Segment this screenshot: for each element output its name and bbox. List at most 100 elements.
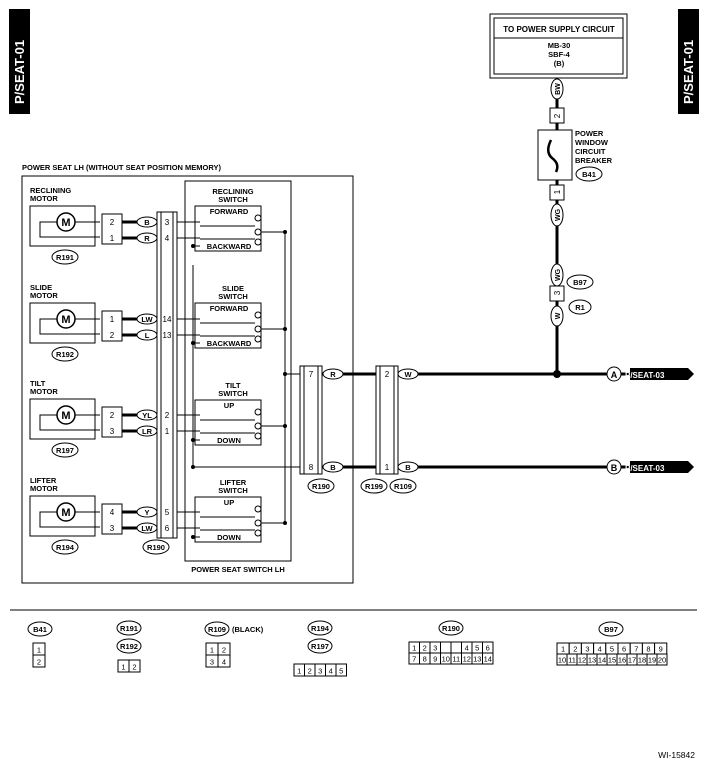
figure-id: WI-15842 xyxy=(658,750,695,760)
legend-pin: 2 xyxy=(573,645,577,654)
r199-connector: R199 xyxy=(365,482,383,491)
b97-pin: 3 xyxy=(553,290,562,295)
b41-pin-bottom: 1 xyxy=(553,189,562,194)
legend-pin: 13 xyxy=(473,655,481,664)
legend-pin: 4 xyxy=(598,645,602,654)
breaker-connector: B41 xyxy=(582,170,596,179)
motor-label-line2: MOTOR xyxy=(30,387,58,396)
legend-pin: 4 xyxy=(222,658,226,667)
legend-pin: 7 xyxy=(634,645,638,654)
switch-position-1: UP xyxy=(224,401,234,410)
motor-pin: 1 xyxy=(110,315,115,324)
page-tag-right-bg xyxy=(678,9,699,114)
motor-label-line2: MOTOR xyxy=(30,484,58,493)
power-seat-panel xyxy=(21,175,354,584)
switch-position-2: BACKWARD xyxy=(207,339,252,348)
legend-pin: 3 xyxy=(210,658,214,667)
dest-a-letter: A xyxy=(611,370,618,380)
motor-label-line1: LIFTER xyxy=(30,476,57,485)
legend-pin: 1 xyxy=(297,667,301,676)
motor-wire: LW xyxy=(141,315,153,324)
svg-text:M: M xyxy=(61,314,70,326)
legend-pin: 5 xyxy=(610,645,614,654)
motor-connector: R191 xyxy=(56,253,74,262)
legend-pin: 19 xyxy=(648,656,656,665)
legend-pin: 2 xyxy=(222,646,226,655)
legend-pin: 2 xyxy=(423,644,427,653)
switch-position-2: BACKWARD xyxy=(207,242,252,251)
motor-label-line1: TILT xyxy=(30,379,46,388)
motor-pin: 3 xyxy=(110,427,115,436)
switch-position-2: DOWN xyxy=(217,533,241,542)
power-supply-title: TO POWER SUPPLY CIRCUIT xyxy=(503,25,615,34)
legend-pin: 4 xyxy=(465,644,469,653)
legend-pin: 1 xyxy=(412,644,416,653)
legend-connector: R191 xyxy=(120,624,138,633)
legend-black-note: (BLACK) xyxy=(232,625,264,634)
legend-pin: 6 xyxy=(622,645,626,654)
legend-pin: 9 xyxy=(659,645,663,654)
motor-label-line2: MOTOR xyxy=(30,194,58,203)
legend-pin: 2 xyxy=(37,658,41,667)
motor-wire: YL xyxy=(142,411,152,420)
legend-connector: B41 xyxy=(33,625,47,634)
legend-pin: 1 xyxy=(561,645,565,654)
panel-title: POWER SEAT LH (WITHOUT SEAT POSITION MEM… xyxy=(22,163,222,172)
b41-pin-top: 2 xyxy=(553,113,562,118)
r199-pin-w: 2 xyxy=(385,370,390,379)
breaker-line1: POWER xyxy=(575,129,604,138)
legend-pin: 2 xyxy=(132,663,136,672)
legend-connector: R192 xyxy=(120,642,138,651)
switch-pin: 5 xyxy=(165,508,170,517)
motor-connector: R197 xyxy=(56,446,74,455)
wire-r: R xyxy=(330,370,336,379)
legend-connector: B97 xyxy=(604,625,618,634)
legend-pin: 18 xyxy=(638,656,646,665)
dest-b-letter: B xyxy=(611,463,618,473)
motor-connector: R192 xyxy=(56,350,74,359)
motor-wire: Y xyxy=(144,508,149,517)
motor-wire: L xyxy=(145,331,150,340)
wire-wg1: WG xyxy=(555,208,562,221)
b97-connector: B97 xyxy=(573,278,587,287)
motor-pin: 4 xyxy=(110,508,115,517)
switch-label-line2: SWITCH xyxy=(218,195,248,204)
switch-pin: 3 xyxy=(165,218,170,227)
r190-connector: R190 xyxy=(312,482,330,491)
breaker-line4: BREAKER xyxy=(575,156,613,165)
motor-label-line1: RECLINING xyxy=(30,186,71,195)
switch-pin: 14 xyxy=(163,315,172,324)
breaker-line2: WINDOW xyxy=(575,138,609,147)
legend-pin: 10 xyxy=(442,655,450,664)
svg-text:M: M xyxy=(61,507,70,519)
motor-pin: 2 xyxy=(110,411,115,420)
r190-pin-b: 8 xyxy=(309,463,314,472)
legend-pin: 13 xyxy=(588,656,596,665)
legend-pin: 3 xyxy=(318,667,322,676)
power-supply-line3: (B) xyxy=(554,59,565,68)
legend-pin: 7 xyxy=(412,655,416,664)
legend-pin: 11 xyxy=(568,656,576,665)
wire-w: W xyxy=(555,312,562,319)
switch-label-line1: SLIDE xyxy=(222,284,244,293)
motor-pin: 1 xyxy=(110,234,115,243)
page-tag-left: P/SEAT-01 xyxy=(12,40,27,104)
legend-pin: 12 xyxy=(463,655,471,664)
legend-pin: 16 xyxy=(618,656,626,665)
legend-pin: 1 xyxy=(121,663,125,672)
switch-position-1: FORWARD xyxy=(210,207,249,216)
wire-b2: B xyxy=(405,463,411,472)
svg-text:M: M xyxy=(61,410,70,422)
